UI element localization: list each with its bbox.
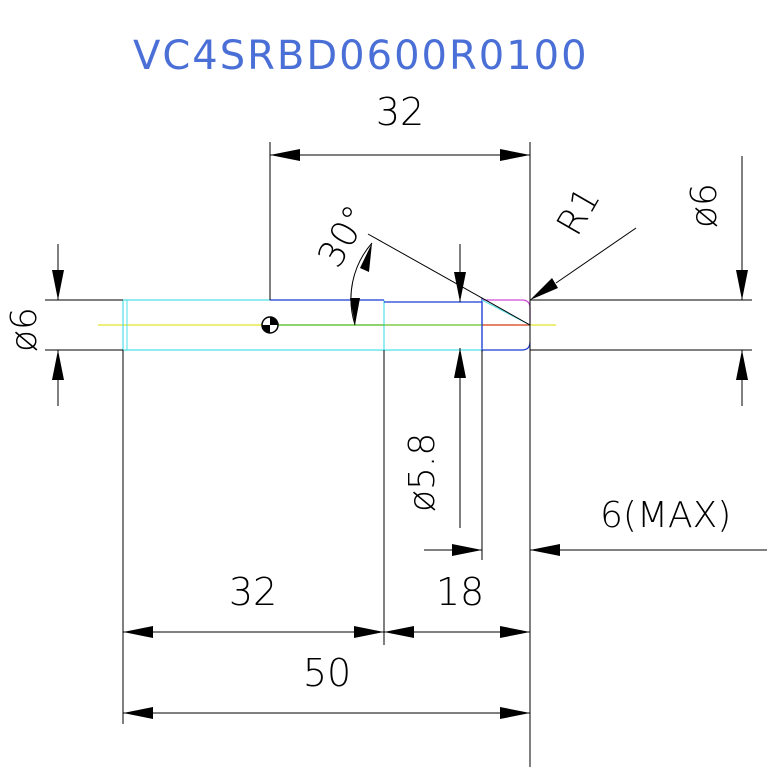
dim-max-depth: 6(MAX) (424, 350, 767, 560)
dim-max-depth-text: 6(MAX) (600, 495, 731, 536)
shank-body (122, 299, 482, 351)
dim-head-length-text: 18 (436, 570, 484, 614)
dim-dia-left: ø6 (4, 244, 123, 406)
dim-dia-neck-text: ø5.8 (402, 433, 443, 512)
dim-dia-left-text: ø6 (4, 307, 45, 352)
dim-shank-length-text: 32 (229, 570, 277, 614)
dim-top-length: 32 (269, 90, 531, 767)
dim-top-length-text: 32 (376, 90, 424, 134)
dim-dia-right-text: ø6 (684, 183, 725, 228)
tool-outline (270, 298, 531, 352)
dim-radius: R1 (530, 180, 637, 300)
datum-origin-symbol (261, 316, 279, 334)
dim-dia-neck: ø5.8 (402, 244, 466, 528)
dim-overall-length: 50 (123, 651, 530, 719)
dim-dia-right: ø6 (530, 156, 752, 406)
dim-radius-text: R1 (549, 180, 608, 242)
dim-bottom-segments: 32 18 (122, 350, 530, 724)
dim-overall-length-text: 50 (303, 651, 351, 695)
part-number-title: VC4SRBD0600R0100 (133, 33, 589, 79)
dim-angle: 30° (310, 199, 531, 326)
